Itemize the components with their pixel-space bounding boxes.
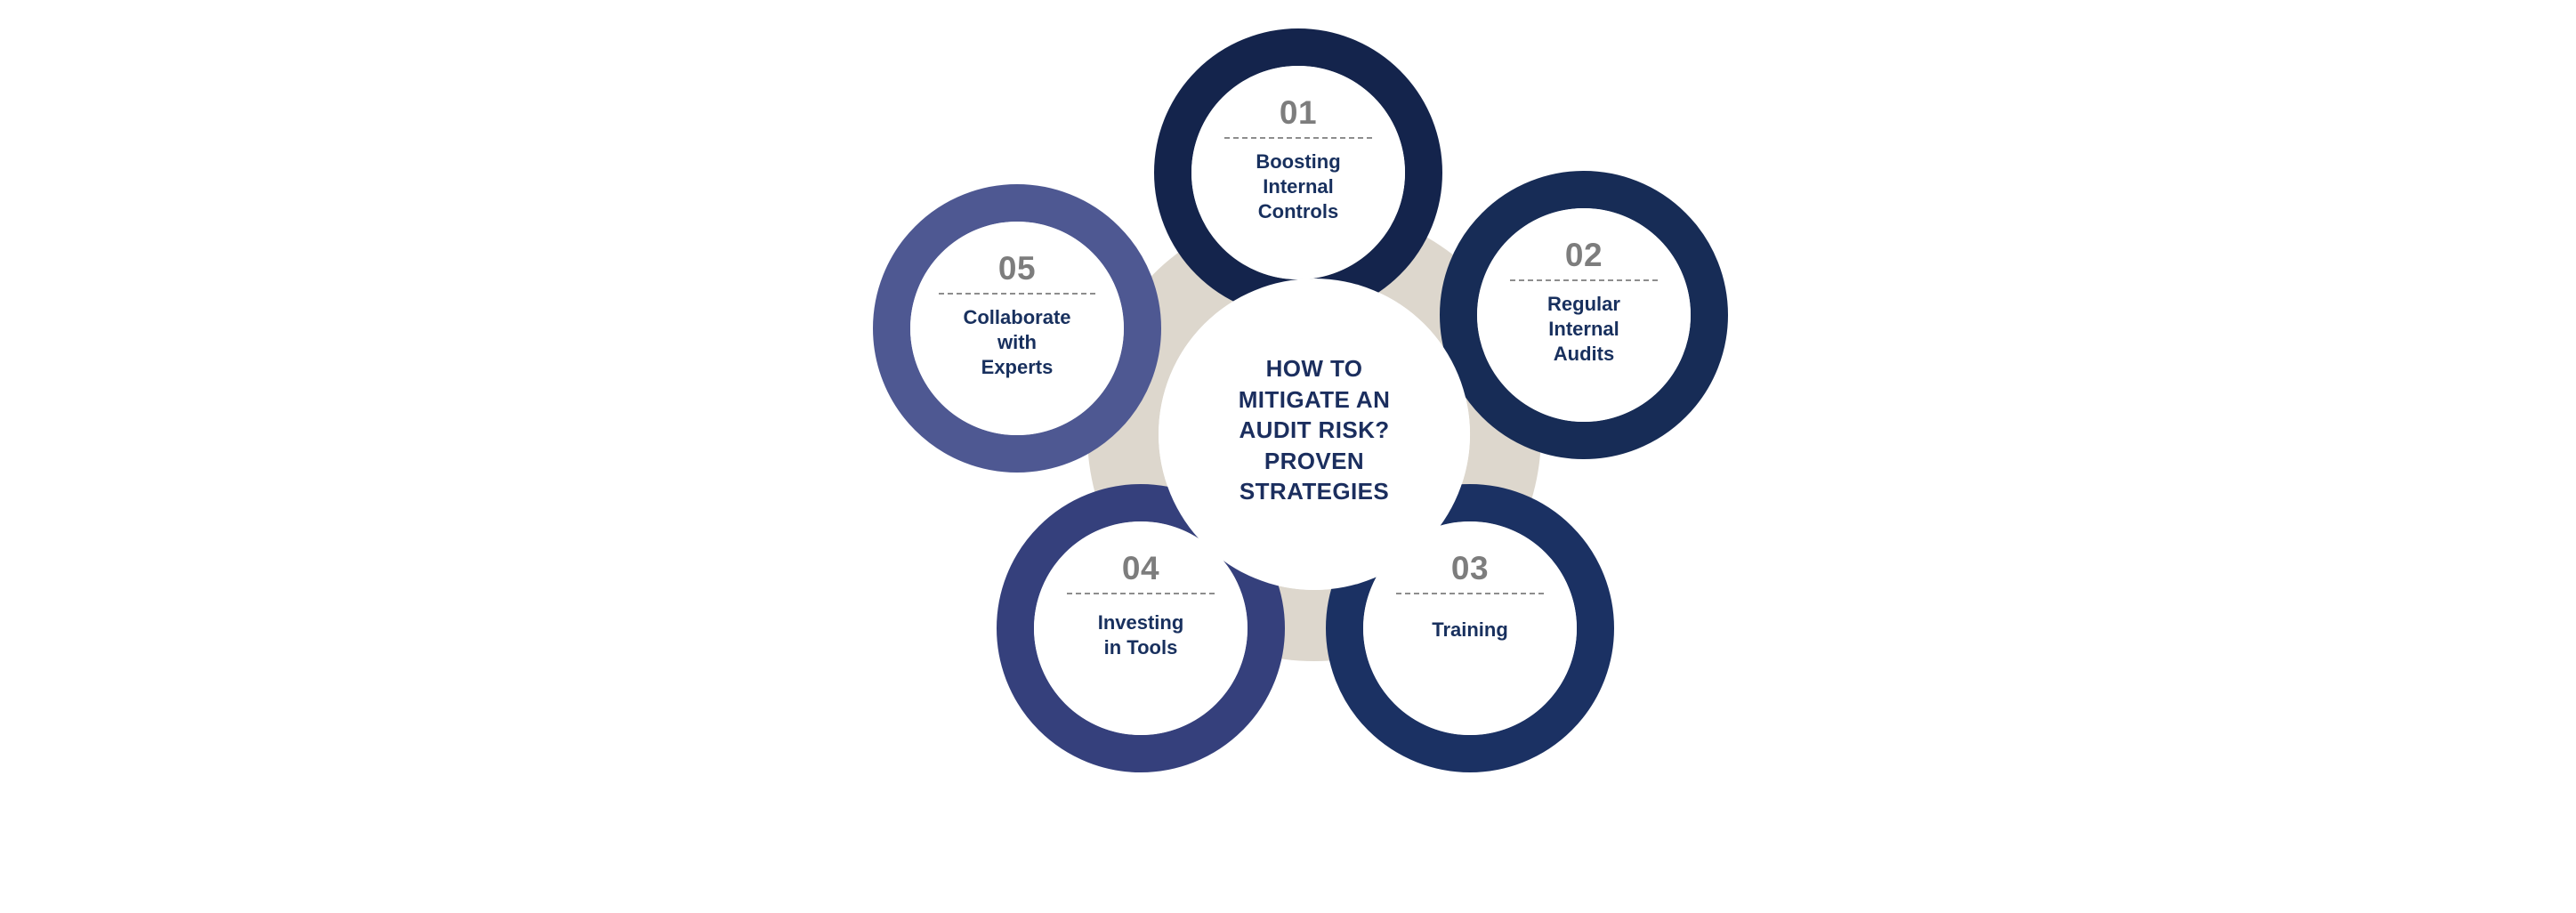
step-content-05[interactable]: 05 Collaborate with Experts — [925, 252, 1110, 380]
step-label-05-line-1: Collaborate — [963, 306, 1071, 328]
step-number-05: 05 — [997, 250, 1037, 287]
step-divider-05 — [939, 293, 1095, 295]
step-label-05: Collaborate with Experts — [925, 305, 1110, 380]
center-title-line-3: AUDIT RISK? — [1239, 416, 1390, 444]
step-ring-05[interactable] — [873, 184, 1161, 473]
step-number-04: 04 — [1121, 550, 1160, 586]
step-label-04-line-2: in Tools — [1103, 636, 1178, 659]
step-divider-02 — [1510, 279, 1658, 281]
step-number-01: 01 — [1279, 94, 1318, 131]
center-title-line-5: STRATEGIES — [1239, 478, 1390, 505]
step-label-01: Boosting Internal Controls — [1209, 149, 1387, 224]
step-label-03-line-1: Training — [1432, 618, 1508, 641]
step-content-01[interactable]: 01 Boosting Internal Controls — [1209, 96, 1387, 224]
center-title-line-2: MITIGATE AN — [1238, 385, 1391, 413]
step-content-03[interactable]: 03 Training — [1381, 552, 1559, 642]
step-label-02-line-1: Regular — [1547, 293, 1620, 315]
step-label-05-line-2: with — [997, 331, 1037, 354]
step-ring-02[interactable] — [1440, 171, 1728, 459]
step-label-02-line-3: Audits — [1553, 343, 1615, 366]
step-divider-03 — [1396, 593, 1544, 594]
step-content-02[interactable]: 02 Regular Internal Audits — [1495, 238, 1673, 367]
step-content-04[interactable]: 04 Investing in Tools — [1052, 552, 1230, 660]
center-title: HOW TO MITIGATE AN AUDIT RISK? PROVEN ST… — [1159, 353, 1470, 507]
step-ring-03[interactable] — [1326, 484, 1614, 772]
center-circle — [1159, 279, 1470, 590]
step-label-02: Regular Internal Audits — [1495, 292, 1673, 367]
step-number-02: 02 — [1564, 237, 1603, 273]
center-title-line-1: HOW TO — [1265, 355, 1363, 382]
step-label-02-line-2: Internal — [1548, 318, 1619, 341]
step-divider-01 — [1224, 137, 1372, 139]
step-ring-04[interactable] — [997, 484, 1285, 772]
step-label-03: Training — [1381, 618, 1559, 642]
center-title-line-4: PROVEN — [1264, 447, 1365, 474]
step-label-01-line-3: Controls — [1257, 200, 1339, 223]
step-label-01-line-2: Internal — [1263, 175, 1334, 198]
step-label-04-line-1: Investing — [1097, 611, 1184, 634]
step-divider-04 — [1067, 593, 1215, 594]
step-label-04: Investing in Tools — [1052, 610, 1230, 660]
step-label-01-line-1: Boosting — [1256, 150, 1341, 173]
step-label-05-line-3: Experts — [981, 356, 1054, 379]
step-number-03: 03 — [1450, 550, 1490, 586]
